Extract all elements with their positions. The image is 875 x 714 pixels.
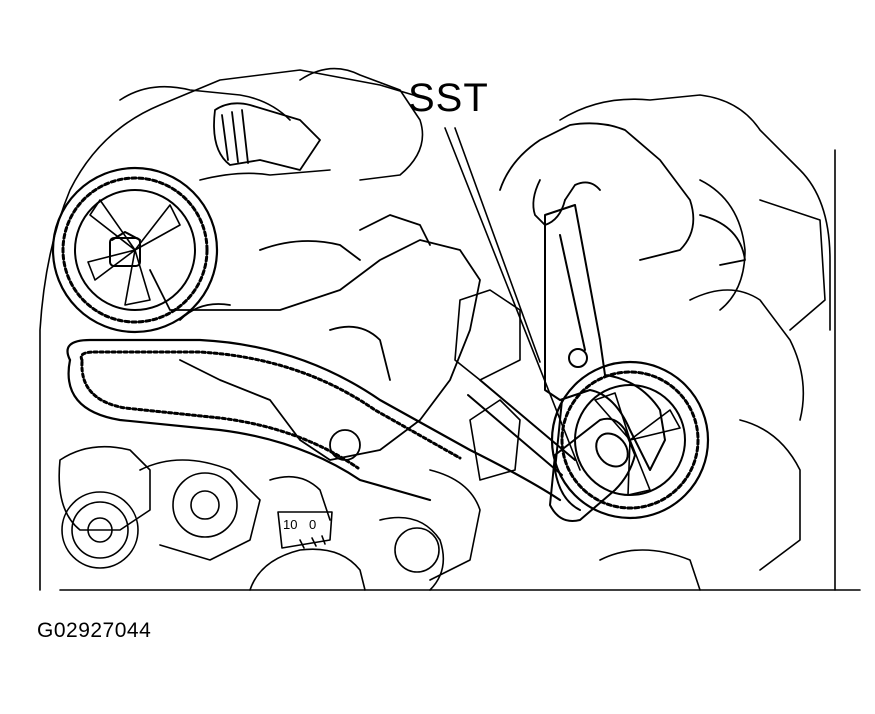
- socket-wrench-icon: [467, 379, 636, 522]
- wrench-tool-icon: [544, 204, 666, 511]
- camshaft-pulley-icon: [51, 166, 219, 334]
- callout-leader-lines: [444, 127, 581, 471]
- dial-mark-10: 10: [283, 517, 298, 532]
- sst-label: SST: [408, 76, 489, 120]
- timing-belt-icon: [66, 338, 562, 502]
- engine-block-outline: [39, 67, 861, 591]
- dial-mark-0: 0: [309, 517, 317, 532]
- hand-icon: [499, 122, 746, 266]
- crankshaft-pulley-icon: [550, 360, 710, 520]
- timing-mark-dial: [277, 511, 333, 549]
- upper-hose: [213, 102, 321, 171]
- engine-housing: [149, 214, 481, 461]
- figure-id: G02927044: [37, 619, 152, 642]
